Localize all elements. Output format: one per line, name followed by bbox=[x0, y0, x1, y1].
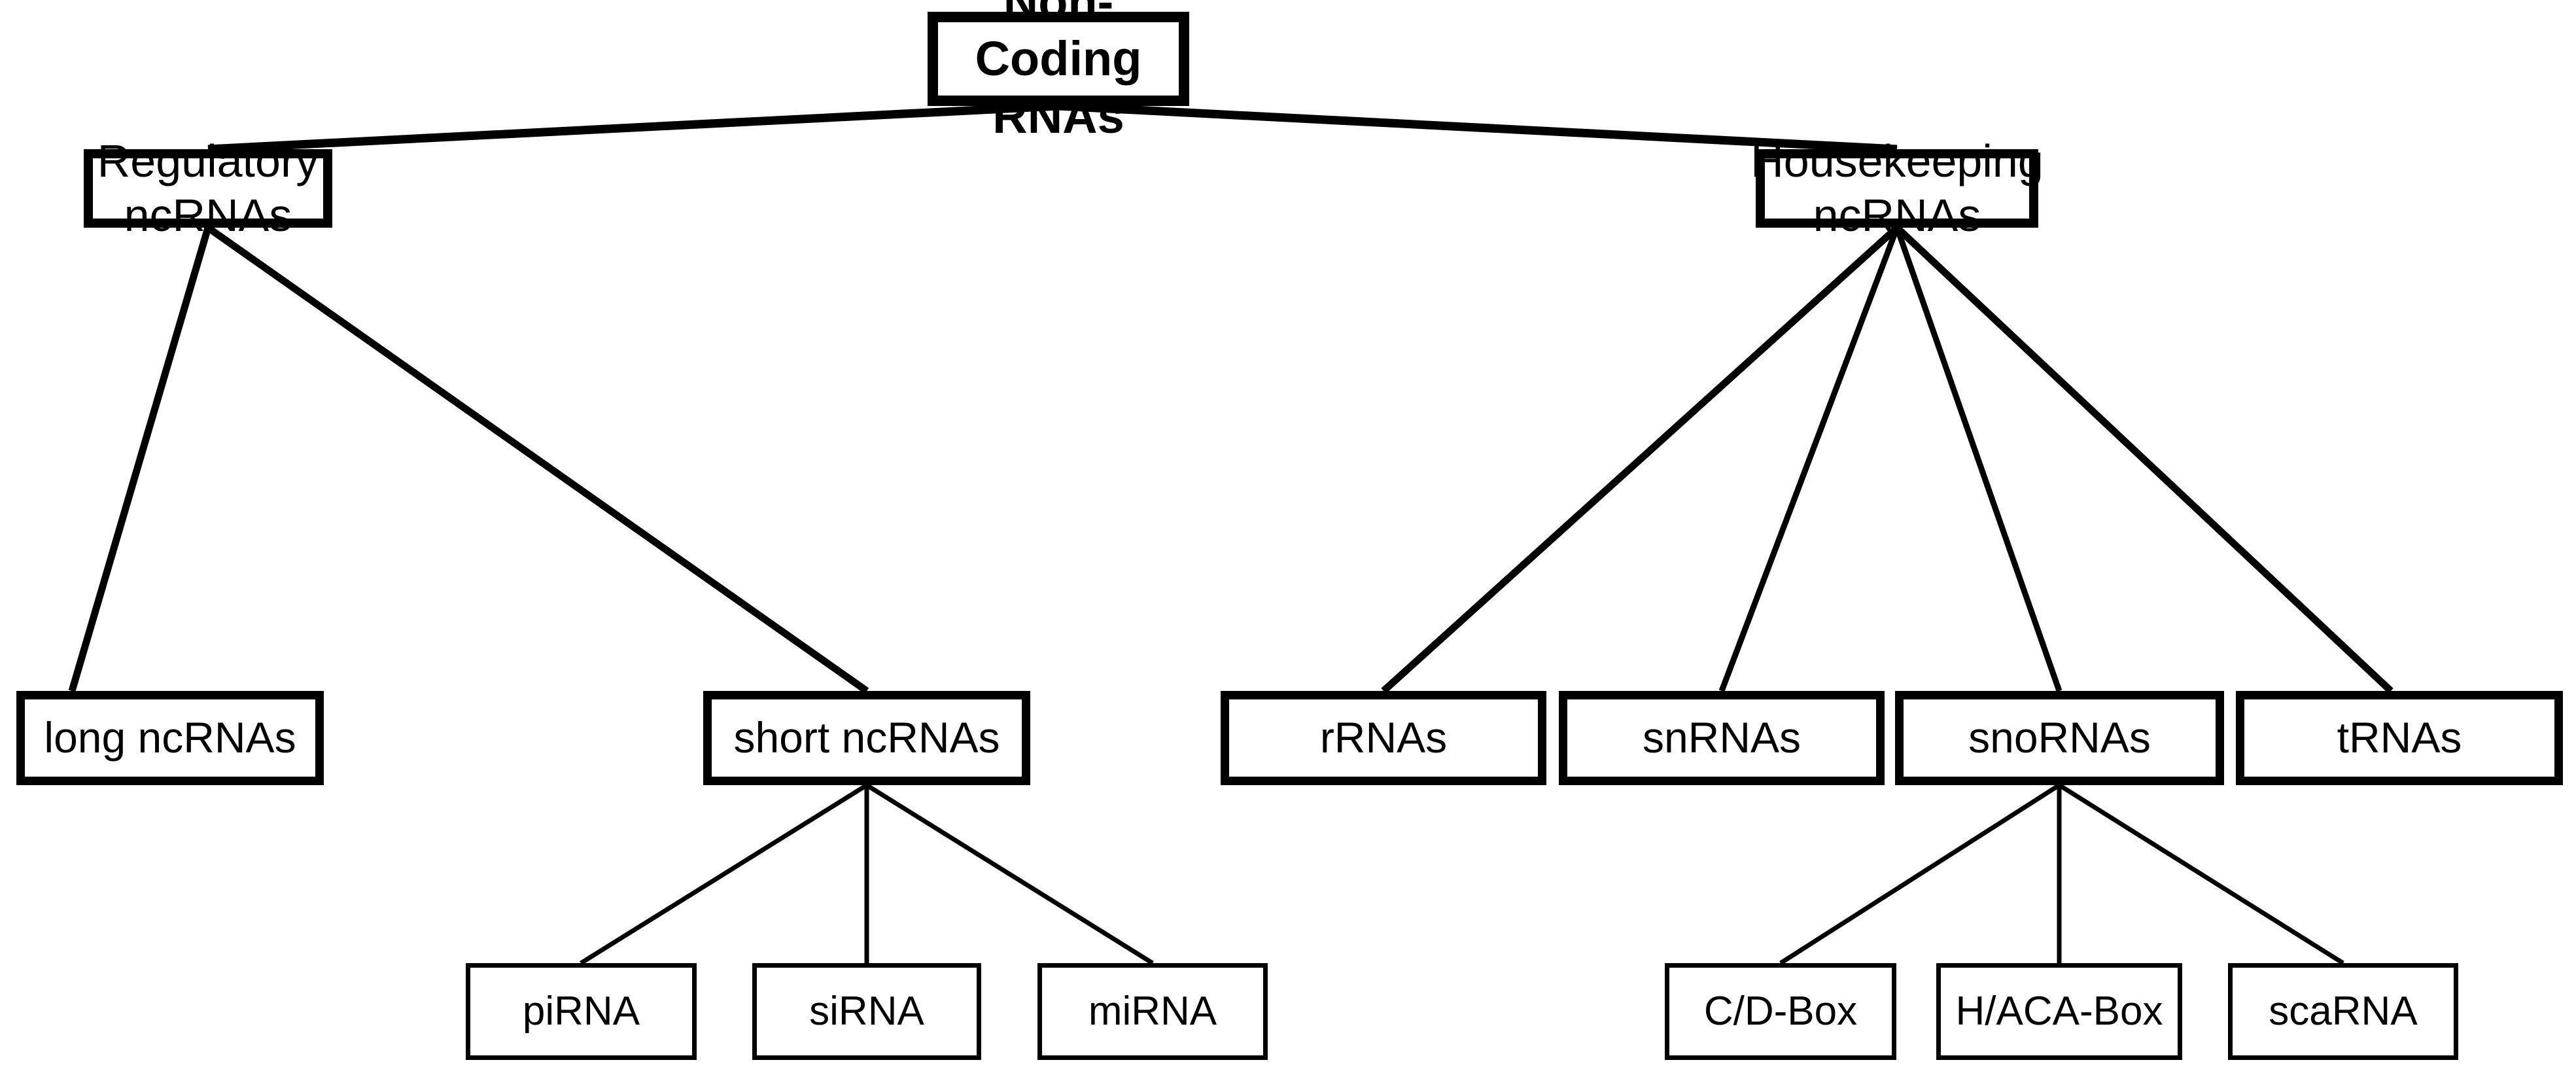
node-snrnas[interactable]: snRNAs bbox=[1559, 691, 1885, 785]
edge-regulatory-to-short_ncrnas bbox=[205, 224, 869, 694]
node-label: long ncRNAs bbox=[44, 713, 296, 762]
node-mirna[interactable]: miRNA bbox=[1037, 963, 1268, 1060]
node-snornas[interactable]: snoRNAs bbox=[1895, 691, 2224, 785]
node-label: C/D-Box bbox=[1703, 989, 1858, 1034]
node-label: Housekeeping ncRNAs bbox=[1750, 135, 2044, 241]
node-label: H/ACA-Box bbox=[1955, 989, 2163, 1034]
edge-housekeeping-to-snornas bbox=[1894, 226, 2063, 692]
edge-short_ncrnas-to-mirna bbox=[865, 783, 1154, 965]
edge-housekeeping-to-snrnas bbox=[1718, 226, 1900, 692]
node-label: scaRNA bbox=[2269, 989, 2418, 1034]
node-label: snoRNAs bbox=[1968, 713, 2151, 762]
node-label: rRNAs bbox=[1319, 713, 1448, 762]
node-label: miRNA bbox=[1088, 989, 1217, 1034]
node-regulatory-ncrnas[interactable]: Regulatory ncRNAs bbox=[84, 135, 332, 241]
node-long-ncrnas[interactable]: long ncRNAs bbox=[16, 691, 324, 785]
node-pirna[interactable]: piRNA bbox=[466, 963, 697, 1060]
node-label: short ncRNAs bbox=[733, 713, 1000, 762]
edge-short_ncrnas-to-pirna bbox=[580, 783, 868, 965]
node-trnas[interactable]: tRNAs bbox=[2236, 691, 2563, 785]
node-label: siRNA bbox=[809, 989, 924, 1034]
node-non-coding-rnas[interactable]: Non-Coding RNAs bbox=[928, 0, 1189, 143]
edge-housekeeping-to-trnas bbox=[1894, 224, 2393, 694]
node-label: tRNAs bbox=[2337, 713, 2462, 762]
edge-snornas-to-cd_box bbox=[1779, 783, 2061, 965]
node-housekeeping-ncrnas[interactable]: Housekeeping ncRNAs bbox=[1750, 135, 2044, 241]
node-short-ncrnas[interactable]: short ncRNAs bbox=[703, 691, 1030, 785]
edge-housekeeping-to-rrnas bbox=[1381, 224, 1900, 694]
node-haca-box[interactable]: H/ACA-Box bbox=[1936, 963, 2182, 1060]
node-scarna[interactable]: scaRNA bbox=[2228, 963, 2458, 1060]
node-label: piRNA bbox=[522, 989, 640, 1034]
node-rrnas[interactable]: rRNAs bbox=[1221, 691, 1546, 785]
edge-snornas-to-scarna bbox=[2058, 783, 2344, 965]
node-label: snRNAs bbox=[1642, 713, 1801, 762]
node-cd-box[interactable]: C/D-Box bbox=[1665, 963, 1896, 1060]
node-sirna[interactable]: siRNA bbox=[752, 963, 981, 1060]
node-label: Non-Coding RNAs bbox=[975, 0, 1142, 143]
node-label: Regulatory ncRNAs bbox=[97, 135, 319, 241]
edge-regulatory-to-long_ncrnas bbox=[68, 226, 212, 692]
edge-root-to-regulatory bbox=[207, 101, 1059, 154]
